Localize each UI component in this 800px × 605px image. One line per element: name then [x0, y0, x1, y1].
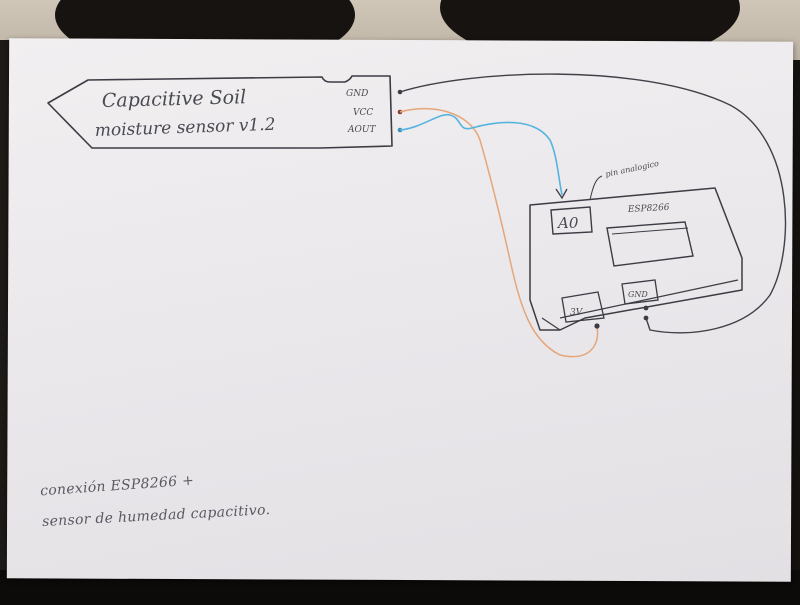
power-pin-box	[561, 291, 605, 323]
sensor-pin-vcc: VCC	[353, 108, 373, 118]
esp8266-board-edge	[541, 279, 739, 331]
a0-pin-box	[550, 206, 593, 235]
pin-analogico-note: pin analogico	[605, 159, 660, 179]
a0-pin-label: A0	[556, 214, 579, 232]
sensor-pin-aout: AOUT	[347, 125, 376, 135]
signal-wire	[399, 113, 563, 196]
sensor-label-line2: moisture sensor v1.2	[94, 115, 275, 141]
power-pin-dot	[594, 323, 600, 329]
power-pin-label: 3V	[570, 308, 584, 318]
esp8266-label: ESP8266	[627, 203, 670, 215]
ground-pin-label: GND	[628, 290, 648, 299]
ground-pin-box	[621, 279, 659, 305]
ground-pin-dot-lower	[643, 315, 649, 321]
ground-wire	[399, 73, 787, 334]
power-wire	[399, 107, 599, 358]
ground-pin-dot-upper	[643, 305, 649, 311]
sensor-pin-gnd: GND	[346, 89, 368, 99]
esp8266-chip-top	[611, 227, 689, 235]
esp8266-board-outline	[529, 187, 743, 331]
pin-note-leader	[589, 175, 603, 201]
esp8266-chip	[606, 221, 694, 267]
signal-wire-arrowhead	[555, 188, 568, 200]
sensor-label-line1: Capacitive Soil	[102, 86, 247, 112]
sensor-outline	[47, 75, 393, 149]
